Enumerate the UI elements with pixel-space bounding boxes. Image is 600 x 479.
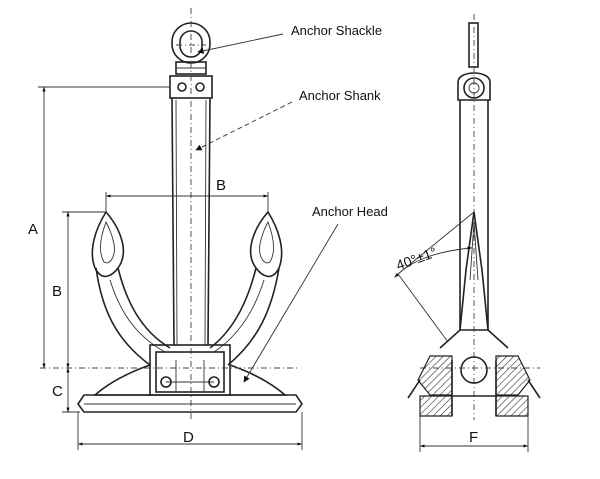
anchor-head	[77, 210, 303, 413]
dimension-b-width: B	[105, 177, 269, 212]
dimension-a: A	[28, 86, 46, 369]
dimension-c: C	[52, 367, 70, 413]
dimension-c-label: C	[52, 383, 63, 400]
dimension-a-label: A	[28, 221, 38, 238]
fluke-angle: 40°±1°	[394, 211, 475, 343]
callout-shackle: Anchor Shackle	[197, 23, 382, 54]
dimension-d-label: D	[183, 429, 194, 446]
dimension-d: D	[77, 412, 303, 450]
angle-label: 40°±1°	[394, 244, 439, 273]
dimension-f: F	[419, 416, 529, 452]
dimension-f-label: F	[469, 429, 478, 446]
label-anchor-shank: Anchor Shank	[299, 88, 381, 103]
anchor-shank	[171, 62, 211, 420]
label-anchor-head: Anchor Head	[312, 204, 388, 219]
front-view: A B C B D	[28, 8, 303, 450]
callout-head: Anchor Head	[243, 204, 388, 383]
dimension-b-height-label: B	[52, 283, 62, 300]
label-anchor-shackle: Anchor Shackle	[291, 23, 382, 38]
dimension-b-height: B	[52, 211, 70, 369]
dimension-b-width-label: B	[216, 177, 226, 194]
side-view: 40°±1° F	[394, 14, 541, 452]
callout-shank: Anchor Shank	[195, 88, 381, 151]
